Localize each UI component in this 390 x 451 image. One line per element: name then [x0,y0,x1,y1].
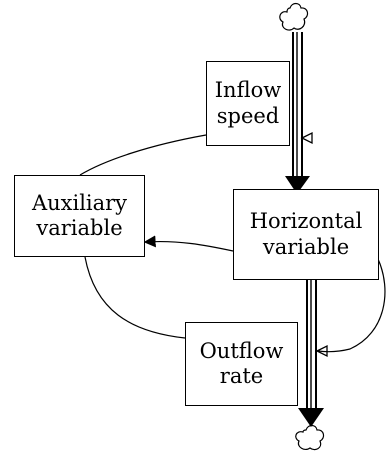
auxiliary-variable-node: Auxiliary variable [14,175,145,257]
inflow-speed-node: Inflow speed [206,61,290,146]
outflow-rate-line-2: rate [219,364,264,388]
horizontal-variable-node: Horizontal variable [233,189,379,280]
auxiliary-variable-line-2: variable [36,216,123,240]
connector-inflow-to-auxiliary [79,134,207,176]
outflow-rate-line-1: Outflow [199,338,284,363]
source-cloud-icon [279,2,309,31]
inflow-speed-line-1: Inflow [214,78,282,103]
inflow-speed-line-2: speed [216,103,280,128]
auxiliary-variable-line-1: Auxiliary [31,190,128,215]
outflow-rate-node: Outflow rate [185,322,298,406]
connector-auxiliary-to-outflow [84,256,186,339]
connector-horizontal-to-auxiliary [143,235,234,252]
inflow-pipe [285,32,310,194]
inflow-valve-icon [300,131,313,145]
horizontal-variable-line-1: Horizontal [249,209,363,234]
horizontal-variable-line-2: variable [262,234,350,259]
connector-horizontal-to-outflow [317,258,386,353]
outflow-pipe [298,262,324,427]
sink-cloud-icon [295,424,325,451]
